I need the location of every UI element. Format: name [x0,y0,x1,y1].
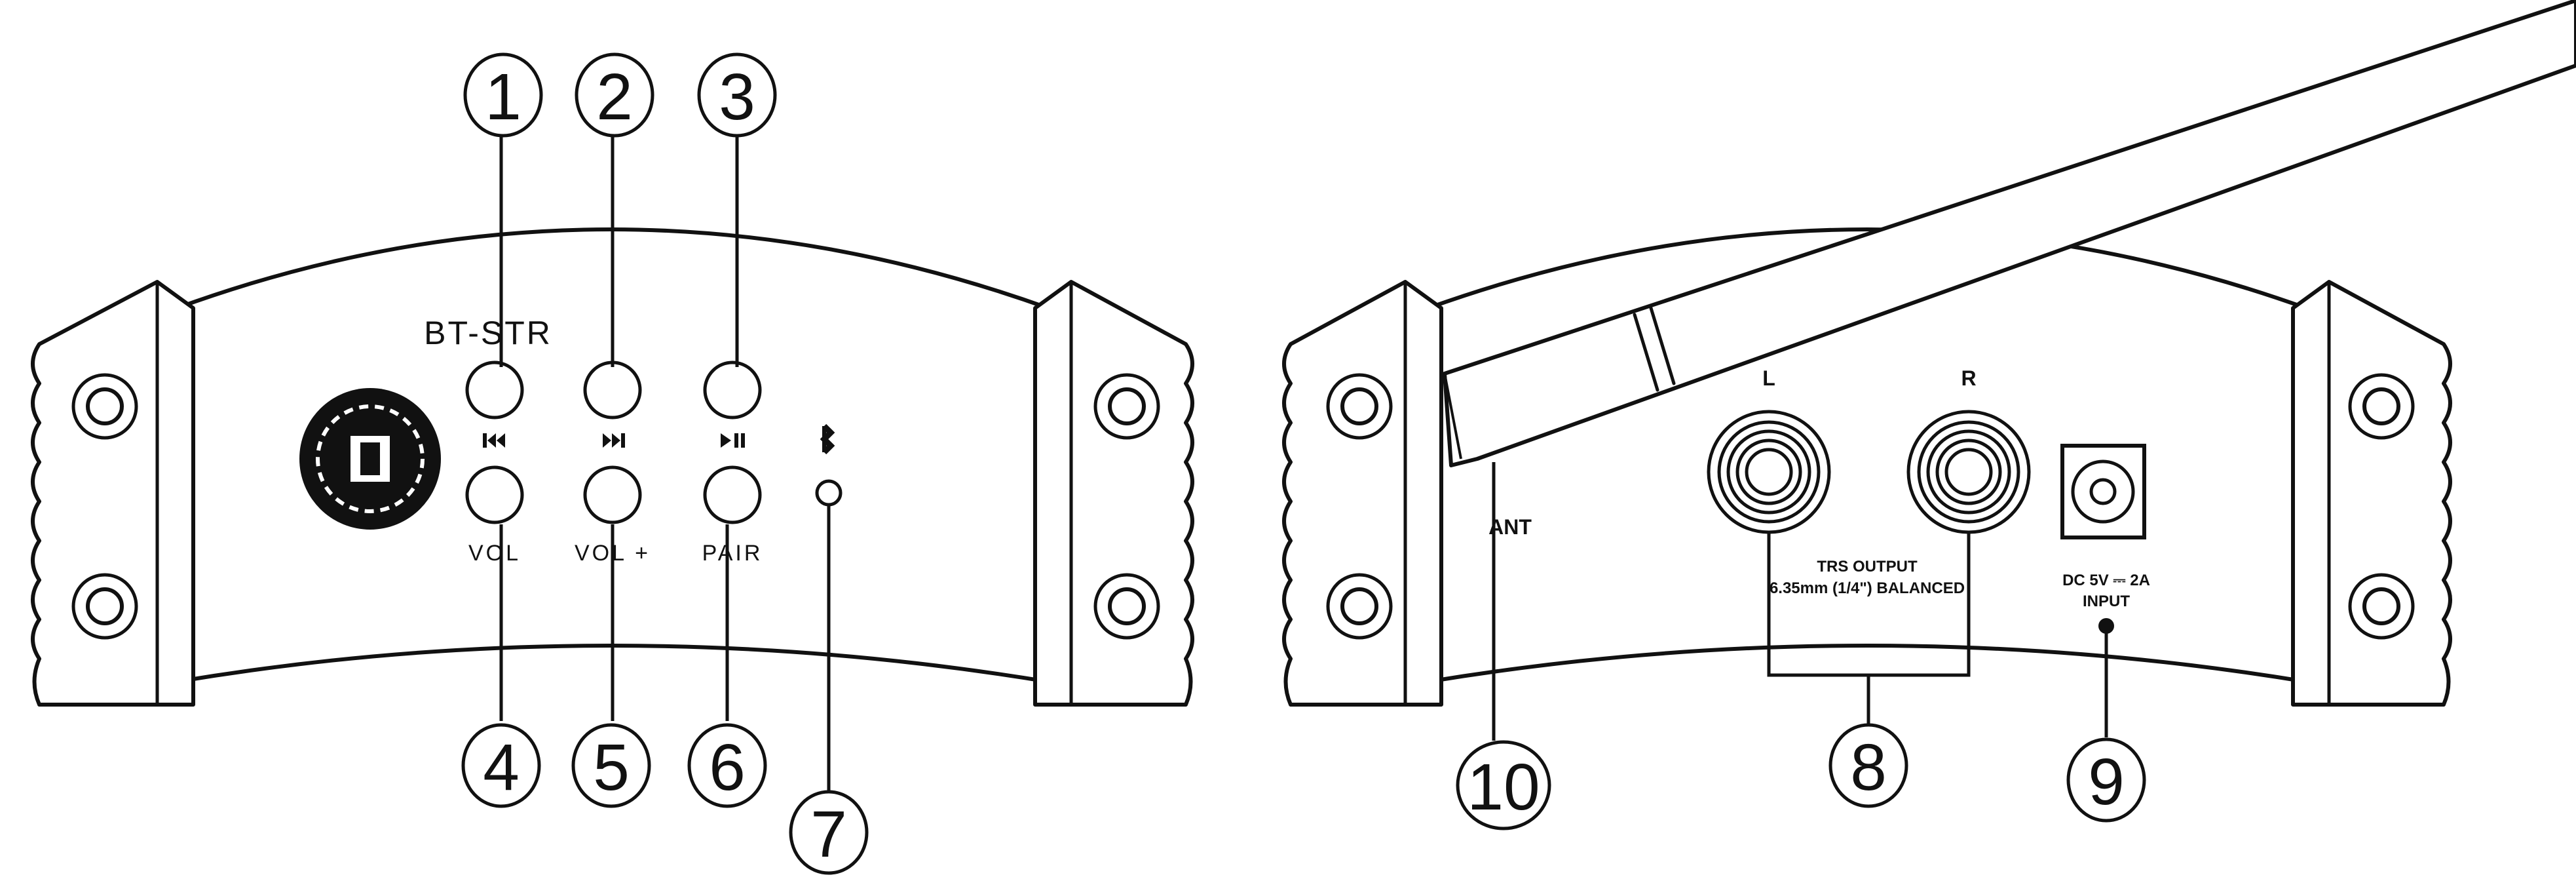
antenna[interactable] [1443,0,2576,467]
output-label-line1: TRS OUTPUT [1817,558,1918,575]
vol-down-button[interactable] [465,465,524,524]
rear-panel: ANT L R TRS OUTPUT 6.35mm (1/4") BALANCE… [1282,0,2576,741]
pair-label: PAIR [702,541,763,566]
right-output-jack[interactable] [1906,410,2031,534]
output-label-line2: 6.35mm (1/4") BALANCED [1770,579,1965,597]
left-output-jack[interactable] [1707,410,1831,534]
antenna-label: ANT [1488,515,1532,539]
pair-button[interactable] [703,465,762,524]
svg-text:6: 6 [709,731,746,804]
callout-10: 10 [1456,740,1551,830]
vol-up-button[interactable] [583,465,642,524]
led-indicator-icon [820,423,835,455]
svg-text:3: 3 [719,60,755,134]
callout-1: 1 [463,52,543,138]
svg-text:5: 5 [593,731,630,804]
left-channel-label: L [1762,366,1775,390]
right-channel-label: R [1961,366,1976,390]
callout-6: 6 [687,723,767,808]
svg-text:2: 2 [596,60,633,134]
power-label-line1: DC 5V ⎓ 2A [2062,572,2150,589]
top-button-3[interactable] [703,361,762,419]
previous-track-icon [483,433,505,448]
model-label: BT-STR [424,315,552,351]
dc-power-jack[interactable] [2060,444,2146,539]
front-left-foot [31,280,195,707]
callout-4: 4 [461,723,541,808]
front-panel: BT-STR VOL VOL + PAIR [31,131,1194,800]
svg-text:4: 4 [483,731,520,804]
callout-3: 3 [697,52,777,138]
callout-5: 5 [571,723,651,808]
callout-8: 8 [1828,723,1908,808]
rear-right-foot [2291,280,2452,707]
svg-text:10: 10 [1467,750,1540,824]
svg-text:8: 8 [1850,731,1887,804]
rear-left-foot [1282,280,1443,707]
play-pause-icon [721,433,745,448]
svg-text:9: 9 [2088,745,2125,819]
top-button-2[interactable] [583,361,642,419]
power-label-line2: INPUT [2083,593,2130,610]
svg-text:7: 7 [810,798,847,871]
svg-text:1: 1 [485,60,521,134]
vol-down-label: VOL [468,541,521,566]
next-track-icon [603,433,625,448]
front-right-foot [1033,280,1194,707]
callout-9: 9 [2066,737,2146,823]
top-button-1[interactable] [465,361,524,419]
callout-7: 7 [789,790,869,875]
status-led [815,479,843,507]
callout-2: 2 [575,52,654,138]
brand-logo-icon [299,388,441,530]
